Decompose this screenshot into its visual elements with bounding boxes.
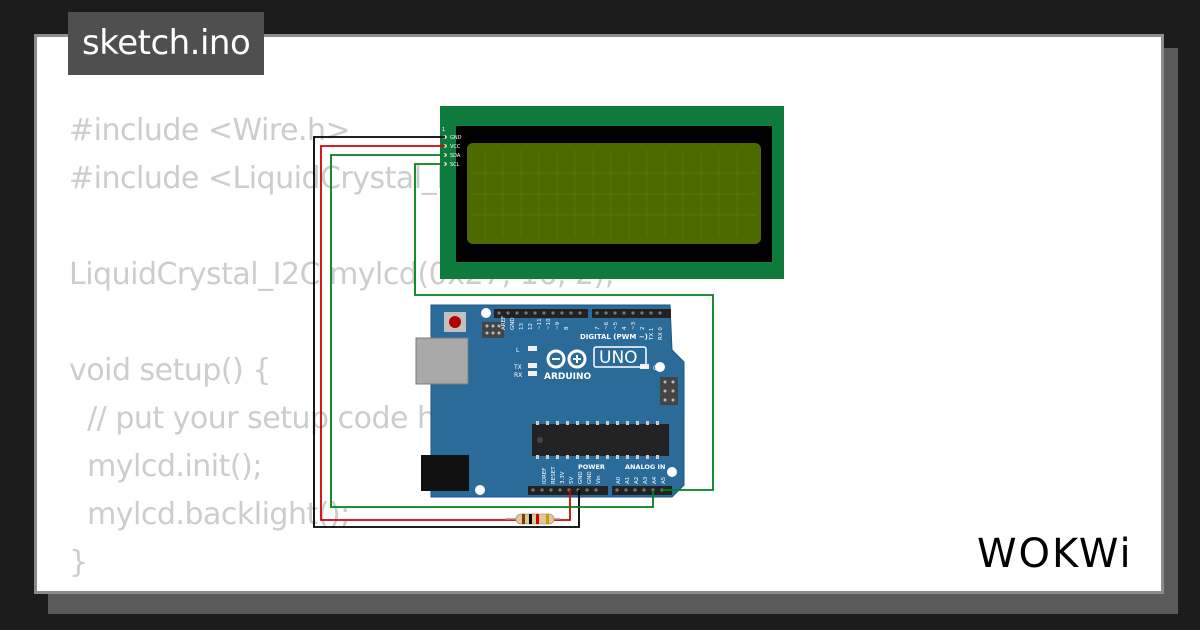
lcd-pin-sda: SDA [450, 153, 461, 159]
mount-hole [655, 362, 665, 372]
led-rx-label: RX [514, 372, 522, 379]
lcd-char-grid [472, 150, 756, 238]
pin-label-a3: A3 [643, 476, 649, 484]
pin-label-2: 2 [640, 327, 646, 331]
pin-label-vin: Vin [596, 475, 602, 484]
code-line: void setup() { [69, 353, 271, 388]
analog-header [612, 486, 672, 495]
pin-label-10: ~10 [546, 318, 552, 330]
mount-hole [667, 467, 677, 477]
code-line: #include <Wire.h> [69, 113, 351, 148]
lcd-pin-vcc: VCC [450, 144, 461, 150]
code-line: mylcd.backlight(); [69, 497, 350, 532]
pin-label-gnd2: GND [587, 471, 593, 484]
uno-box [593, 346, 647, 368]
atmega-chip [532, 424, 669, 456]
pin-label-11: ~11 [537, 318, 543, 330]
code-line: } [69, 545, 88, 580]
pin-label-rx: RX 0 [658, 327, 664, 340]
pin-label-gnd1: GND [578, 471, 584, 484]
led-tx [528, 363, 537, 368]
pin-label-a0: A0 [616, 476, 622, 484]
pin-label-gnd: GND [510, 317, 516, 330]
digital-header-left [494, 309, 588, 318]
pin-label-12: 12 [528, 323, 534, 330]
pin-label-8: 8 [564, 326, 570, 330]
led-rx [528, 371, 537, 376]
pin-label-13: 13 [519, 323, 525, 330]
pin-label-a1: A1 [625, 477, 631, 484]
digital-label: DIGITAL (PWM ~) [580, 333, 648, 341]
pin-label-4: 4 [622, 326, 628, 330]
pin-label-ioref: IOREF [542, 468, 548, 484]
lcd-pin-gnd: GND [450, 135, 462, 141]
pin-label-3v3: 3.3V [560, 471, 566, 484]
arduino-uno-board[interactable]: AREF GND 13 12 ~11 ~10 ~9 8 7 ~6 ~5 4 ~3… [415, 304, 685, 498]
on-label: ON [653, 365, 662, 372]
led-l [528, 346, 537, 351]
lcd-pin-scl: SCL [450, 162, 460, 168]
usb-port [415, 337, 469, 385]
mount-hole [481, 308, 491, 318]
lcd-module[interactable]: 1 GND VCC SDA SCL [440, 106, 784, 279]
pin-label-tx: TX 1 [649, 328, 655, 341]
wire-sda[interactable] [330, 154, 654, 508]
arduino-brand-label: ARDUINO [544, 372, 592, 382]
uno-label: UNO [599, 348, 638, 368]
led-tx-label: TX [513, 364, 522, 371]
pin-label-a2: A2 [634, 477, 640, 484]
reset-button[interactable] [449, 316, 461, 328]
wire-scl[interactable] [414, 163, 714, 491]
pin-label-a4: A4 [652, 476, 658, 484]
power-jack [421, 455, 469, 491]
file-tab[interactable]: sketch.ino [68, 12, 265, 75]
mount-hole [475, 485, 485, 495]
power-label: POWER [578, 463, 605, 471]
pin-label-5: ~5 [613, 321, 619, 330]
pin-label-6: ~6 [604, 321, 610, 330]
pin-label-7: 7 [595, 326, 601, 330]
icsp-header-2 [660, 377, 678, 405]
wokwi-logo: WOKWi [977, 531, 1133, 577]
wires [313, 136, 714, 528]
wokwi-logo-text: WOKWi [977, 531, 1133, 577]
pin-label-a5: A5 [661, 476, 667, 484]
code-line: mylcd.init(); [69, 449, 262, 484]
resistor[interactable] [505, 513, 560, 525]
pin-label-3: ~3 [631, 321, 637, 330]
wire-vcc[interactable] [320, 145, 571, 521]
wire-gnd[interactable] [313, 136, 580, 528]
arduino-infinity-logo [546, 349, 587, 369]
pin-label-5v: 5V [569, 477, 575, 484]
analog-label: ANALOG IN [625, 463, 665, 471]
pin-label-aref: AREF [501, 316, 507, 330]
pin-label-reset: RESET [551, 466, 557, 484]
led-l-label: L [516, 347, 520, 354]
pin-label-9: ~9 [555, 321, 561, 330]
lcd-pin-marker: 1 [442, 127, 445, 133]
